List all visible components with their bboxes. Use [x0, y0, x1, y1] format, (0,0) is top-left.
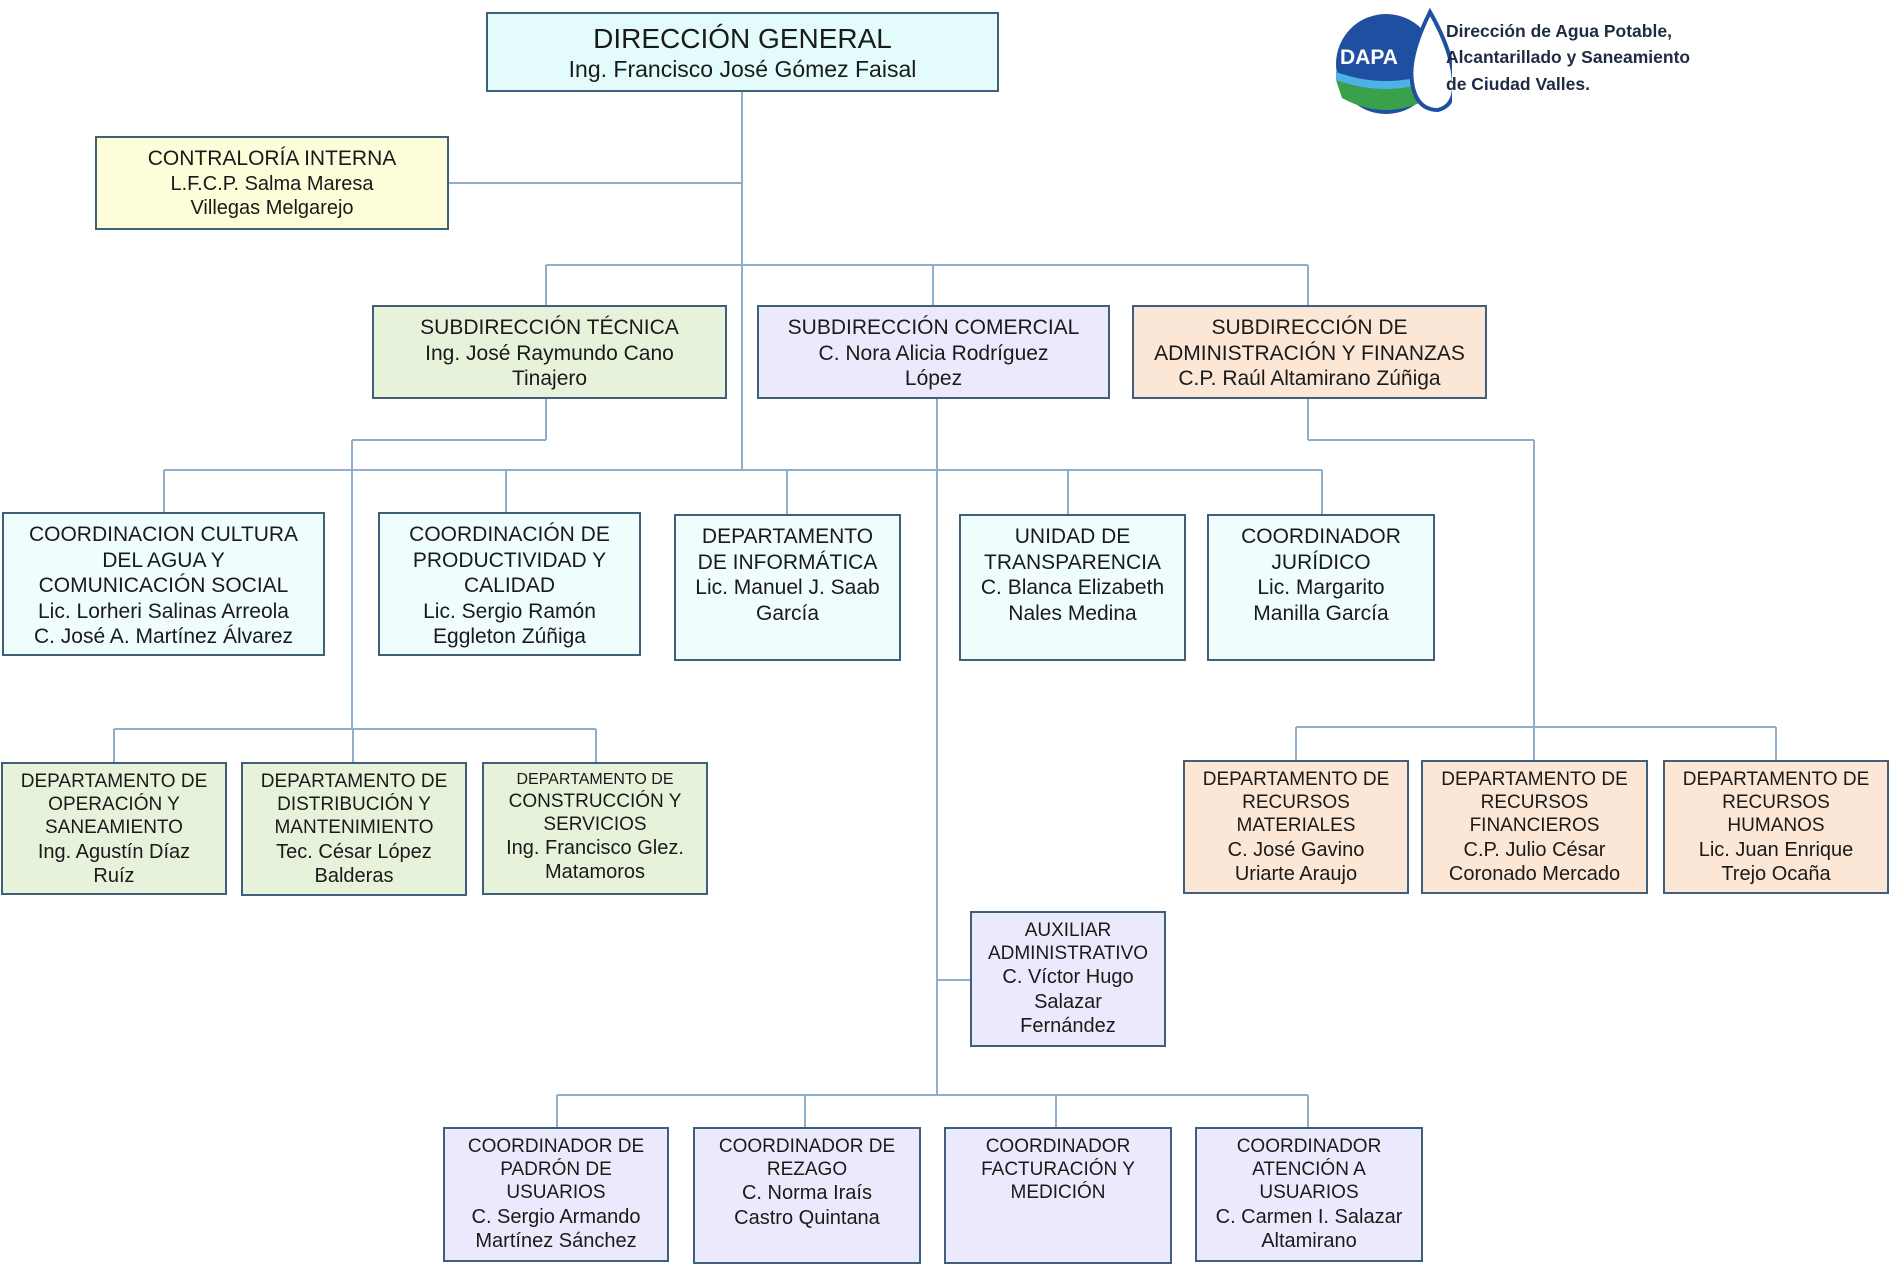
node-departamento-distribucion: DEPARTAMENTO DE DISTRIBUCIÓN Y MANTENIMI… — [241, 762, 467, 896]
node-person: Lic. Juan Enrique Trejo Ocaña — [1698, 838, 1854, 885]
logo-line: de Ciudad Valles. — [1446, 73, 1590, 94]
node-title: COORDINADOR DE PADRÓN DE USUARIOS — [467, 1136, 645, 1204]
node-title: DEPARTAMENTO DE RECURSOS MATERIALES — [1202, 769, 1390, 837]
node-subdireccion-comercial: SUBDIRECCIÓN COMERCIAL C. Nora Alicia Ro… — [757, 305, 1110, 399]
node-departamento-operacion: DEPARTAMENTO DE OPERACIÓN Y SANEAMIENTO … — [1, 762, 227, 895]
node-title: COORDINADOR FACTURACIÓN Y MEDICIÓN — [981, 1136, 1135, 1204]
node-person: C.P. Raúl Altamirano Zúñiga — [1178, 367, 1441, 391]
node-departamento-recursos-financieros: DEPARTAMENTO DE RECURSOS FINANCIEROS C.P… — [1421, 760, 1648, 894]
node-title: COORDINACION CULTURA DEL AGUA Y COMUNICA… — [28, 523, 299, 598]
water-drop-logo-icon: DAPA — [1336, 7, 1457, 114]
node-title: CONSTRUCCIÓN Y SERVICIOS — [508, 790, 682, 835]
node-coordinador-atencion: COORDINADOR ATENCIÓN A USUARIOS C. Carme… — [1195, 1127, 1423, 1262]
node-auxiliar-administrativo: AUXILIAR ADMINISTRATIVO C. Víctor Hugo S… — [970, 911, 1166, 1047]
node-unidad-transparencia: UNIDAD DE TRANSPARENCIA C. Blanca Elizab… — [959, 514, 1186, 661]
node-contraloria-interna: CONTRALORÍA INTERNA L.F.C.P. Salma Mares… — [95, 136, 449, 230]
node-person: Ing. Francisco José Gómez Faisal — [568, 55, 917, 82]
node-person: Lic. Margarito Manilla García — [1253, 576, 1389, 625]
node-coordinacion-productividad: COORDINACIÓN DE PRODUCTIVIDAD Y CALIDAD … — [378, 512, 641, 656]
node-title: COORDINADOR DE REZAGO — [718, 1136, 896, 1181]
node-person: Lic. Manuel J. Saab García — [695, 576, 880, 625]
node-title: SUBDIRECCIÓN COMERCIAL — [787, 316, 1080, 339]
node-person: Ing. Agustín Díaz Ruíz — [37, 840, 191, 887]
node-title: DEPARTAMENTO DE OPERACIÓN Y SANEAMIENTO — [20, 771, 208, 839]
node-person: C.P. Julio César Coronado Mercado — [1448, 838, 1621, 885]
node-person: C. Blanca Elizabeth Nales Medina — [980, 576, 1165, 625]
node-coordinador-juridico: COORDINADOR JURÍDICO Lic. Margarito Mani… — [1207, 514, 1435, 661]
node-title: CONTRALORÍA INTERNA — [147, 147, 397, 170]
node-title: DEPARTAMENTO DE RECURSOS FINANCIEROS — [1441, 769, 1628, 837]
node-title: COORDINADOR ATENCIÓN A USUARIOS — [1236, 1136, 1382, 1204]
node-title: DEPARTAMENTO DE RECURSOS HUMANOS — [1682, 769, 1870, 837]
node-coordinador-padron: COORDINADOR DE PADRÓN DE USUARIOS C. Ser… — [443, 1127, 669, 1262]
node-title: UNIDAD DE TRANSPARENCIA — [984, 525, 1161, 574]
logo-mark: DAPA — [1340, 46, 1398, 69]
node-person: Lic. Lorheri Salinas Arreola C. José A. … — [33, 599, 294, 649]
node-coordinacion-cultura: COORDINACION CULTURA DEL AGUA Y COMUNICA… — [2, 512, 325, 656]
node-departamento-recursos-humanos: DEPARTAMENTO DE RECURSOS HUMANOS Lic. Ju… — [1663, 760, 1889, 894]
node-person: C. José Gavino Uriarte Araujo — [1227, 838, 1365, 885]
node-title: DEPARTAMENTO DE DISTRIBUCIÓN Y MANTENIMI… — [260, 771, 448, 839]
node-title: COORDINACIÓN DE PRODUCTIVIDAD Y CALIDAD — [409, 523, 610, 598]
node-title: DIRECCIÓN GENERAL — [593, 23, 892, 54]
node-person: C. Víctor Hugo Salazar Fernández — [1002, 966, 1134, 1038]
node-person: Lic. Sergio Ramón Eggleton Zúñiga — [423, 599, 596, 649]
node-departamento-construccion: DEPARTAMENTO DE CONSTRUCCIÓN Y SERVICIOS… — [482, 762, 708, 895]
node-direccion-general: DIRECCIÓN GENERAL Ing. Francisco José Gó… — [486, 12, 999, 92]
node-title: SUBDIRECCIÓN TÉCNICA — [420, 316, 679, 339]
node-subdireccion-tecnica: SUBDIRECCIÓN TÉCNICA Ing. José Raymundo … — [372, 305, 727, 399]
logo-line: Dirección de Agua Potable, — [1446, 21, 1672, 41]
node-subdireccion-administracion: SUBDIRECCIÓN DE ADMINISTRACIÓN Y FINANZA… — [1132, 305, 1487, 399]
node-coordinador-rezago: COORDINADOR DE REZAGO C. Norma Iraís Cas… — [693, 1127, 921, 1264]
node-title: SUBDIRECCIÓN DE ADMINISTRACIÓN Y FINANZA… — [1154, 316, 1465, 365]
node-person: C. Sergio Armando Martínez Sánchez — [471, 1205, 641, 1252]
node-title: DEPARTAMENTO DE INFORMÁTICA — [697, 525, 878, 574]
node-person: Ing. José Raymundo Cano Tinajero — [425, 341, 674, 391]
node-title-small: DEPARTAMENTO DE — [516, 771, 674, 788]
node-person: L.F.C.P. Salma Maresa Villegas Melgarejo — [170, 172, 374, 219]
node-person: Tec. César López Balderas — [276, 840, 432, 887]
node-coordinador-facturacion: COORDINADOR FACTURACIÓN Y MEDICIÓN — [944, 1127, 1172, 1264]
logo-line: Alcantarillado y Saneamiento — [1446, 47, 1691, 68]
node-person: C. Norma Iraís Castro Quintana — [734, 1182, 880, 1229]
node-person: C. Nora Alicia Rodríguez López — [818, 341, 1049, 391]
node-title: COORDINADOR JURÍDICO — [1241, 525, 1401, 574]
node-departamento-recursos-materiales: DEPARTAMENTO DE RECURSOS MATERIALES C. J… — [1183, 760, 1409, 894]
node-title: AUXILIAR ADMINISTRATIVO — [987, 920, 1149, 965]
node-departamento-informatica: DEPARTAMENTO DE INFORMÁTICA Lic. Manuel … — [674, 514, 901, 661]
node-person: Ing. Francisco Glez. Matamoros — [506, 836, 684, 884]
node-person: C. Carmen I. Salazar Altamirano — [1215, 1205, 1403, 1252]
logo-text: Dirección de Agua Potable, Alcantarillad… — [1446, 18, 1690, 97]
dapa-logo: DAPA — [1322, 6, 1702, 116]
